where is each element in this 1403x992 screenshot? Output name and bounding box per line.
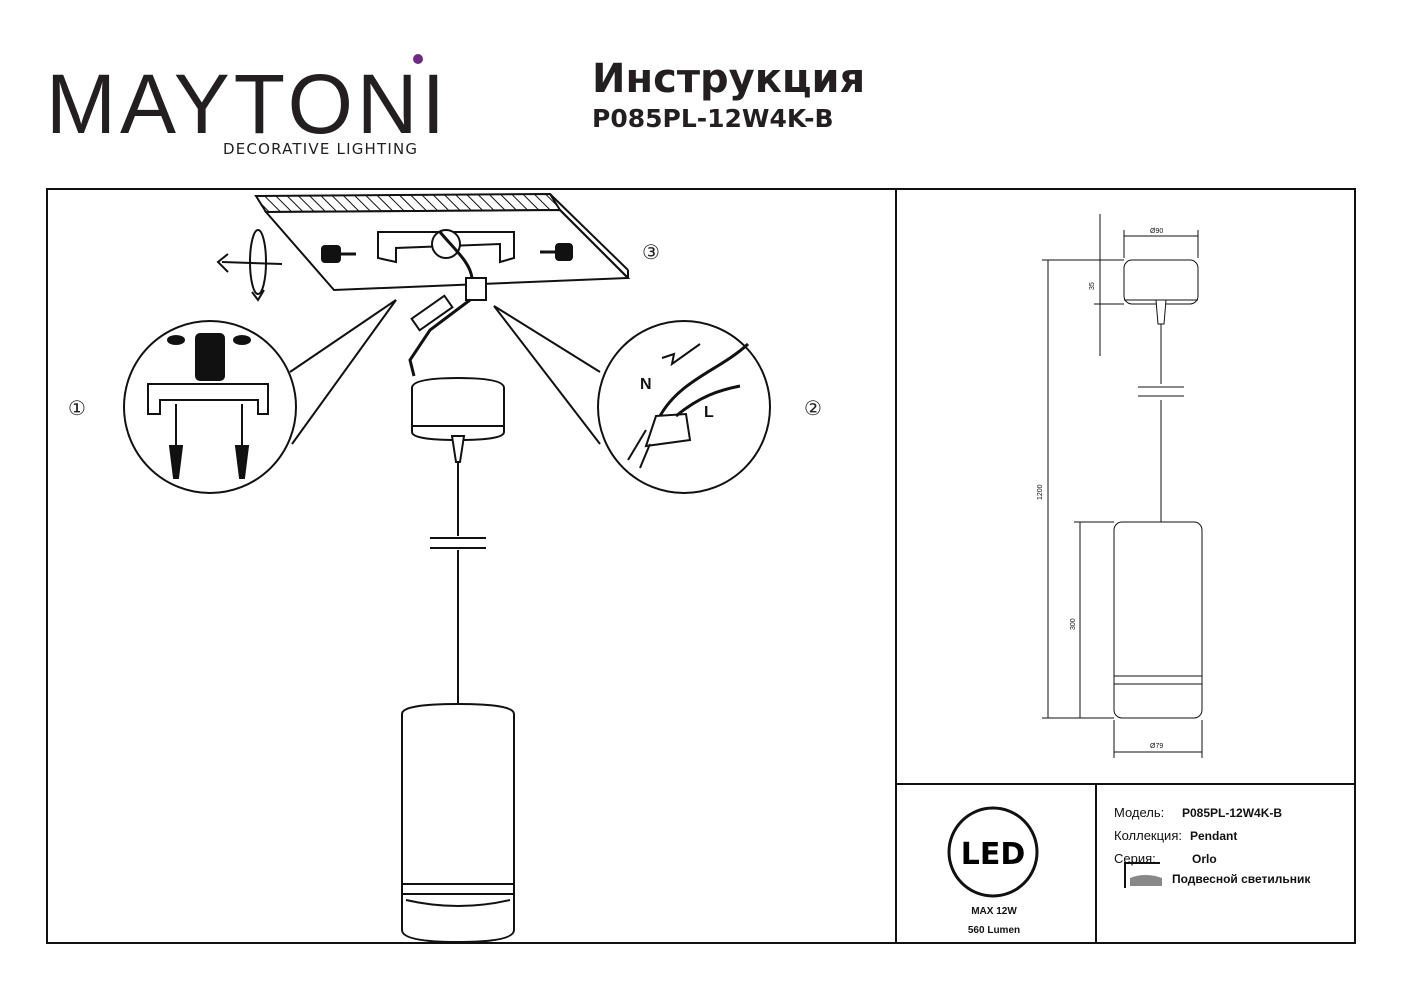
dimension-drawing (1042, 214, 1203, 758)
instruction-frame (46, 188, 1356, 944)
spec-model-label: Модель: (1114, 805, 1165, 820)
ceiling-mount-illustration (254, 192, 631, 377)
wire-live-label: L (704, 404, 714, 421)
step-1-number: ① (68, 396, 86, 420)
dimension-canopy-diameter: Ø90 (1150, 228, 1163, 235)
led-badge-icon (947, 806, 1039, 898)
lumen-output: 560 Lumen (967, 925, 1021, 936)
screw-right-icon (540, 243, 573, 261)
document-title: Инструкция (592, 56, 866, 102)
document-model-number: P085PL-12W4K-B (592, 104, 834, 133)
detail-circle-screws (123, 299, 397, 494)
spec-series-label: Серия: (1114, 851, 1156, 866)
spec-model-value: P085PL-12W4K-B (1182, 806, 1283, 820)
spec-collection-value: Pendant (1190, 829, 1238, 843)
rotate-arrow-icon (216, 229, 283, 302)
wire-neutral-label: N (640, 376, 652, 393)
max-power: MAX 12W (971, 906, 1017, 917)
step-3-number: ③ (642, 240, 660, 264)
pendant-lamp-illustration (401, 376, 515, 944)
dimension-canopy-height: 35 (1089, 282, 1096, 290)
dimension-shade-height: 300 (1070, 618, 1077, 630)
screw-left-icon (321, 245, 356, 263)
brand-tagline: DECORATIVE LIGHTING (223, 140, 419, 158)
brand-logo-dot (413, 54, 423, 64)
spec-series-value: Orlo (1192, 852, 1217, 866)
pendant-type-icon (1124, 862, 1162, 888)
dimension-total-length: 1200 (1037, 484, 1044, 500)
spec-type-value: Подвесной светильник (1172, 872, 1311, 886)
led-badge-text: LED (961, 837, 1026, 872)
step-2-number: ② (804, 396, 822, 420)
brand-logo-text: MAYTONI (46, 57, 449, 151)
detail-circle-wiring (493, 305, 771, 494)
spec-collection-label: Коллекция: (1114, 828, 1182, 843)
dimension-shade-diameter: Ø79 (1150, 743, 1163, 750)
